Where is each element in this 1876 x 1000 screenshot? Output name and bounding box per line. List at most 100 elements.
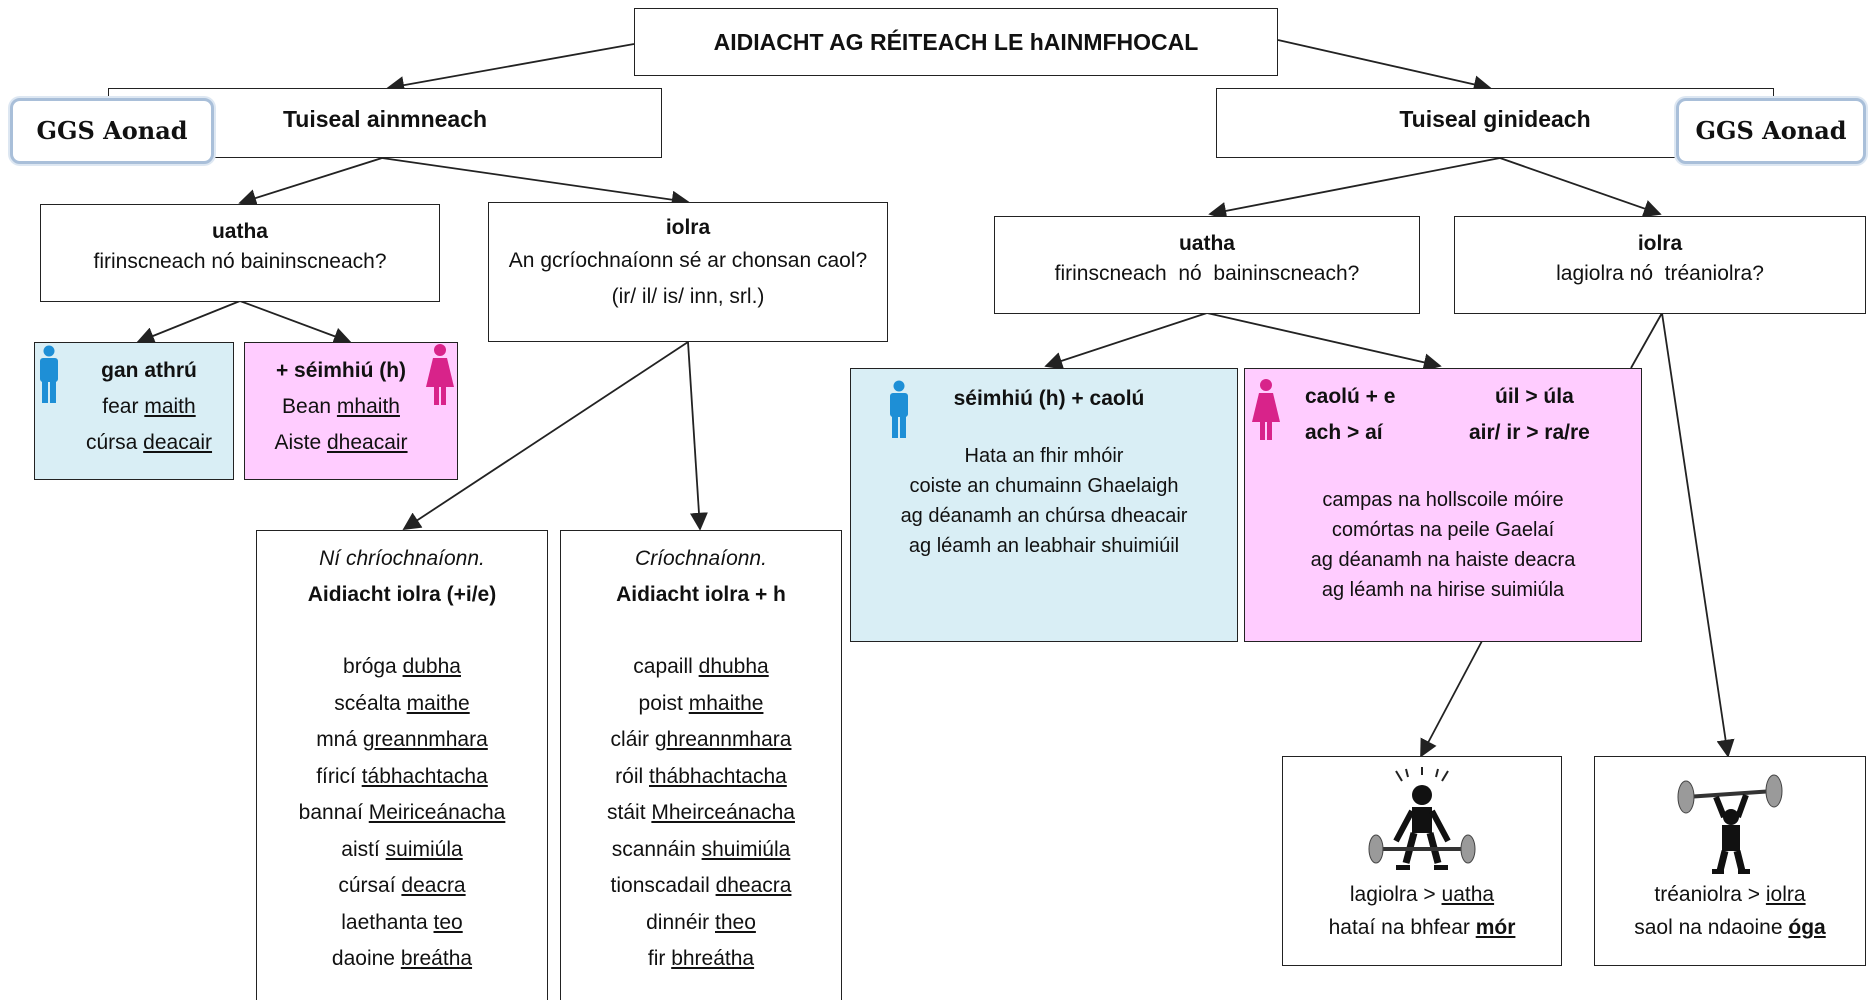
- nominative-feminine-example-1: Bean mhaith: [245, 389, 437, 425]
- ggs-unit-right: GGS Aonad: [1676, 98, 1866, 164]
- example-adjective: mhaith: [336, 395, 400, 418]
- diagram-title: AIDIACHT AG RÉITEACH LE hAINMFHOCAL: [634, 8, 1278, 76]
- strong-plural-example-adjective: óga: [1788, 916, 1826, 939]
- plural-no-example: scéalta maithe: [257, 686, 547, 723]
- nominative-feminine-box: + séimhiú (h) Bean mhaith Aiste dheacair: [244, 342, 458, 480]
- nominative-feminine-rule: + séimhiú (h): [275, 359, 407, 382]
- example-adjective: theo: [715, 910, 756, 934]
- example-noun: fir: [647, 947, 672, 970]
- example-adjective: dheacair: [326, 431, 408, 454]
- weak-plural-rule-text: lagiolra >: [1349, 883, 1442, 906]
- plural-no-example: daoine breátha: [257, 941, 547, 978]
- example-noun: bannaí: [298, 801, 369, 824]
- female-person-icon: [1252, 379, 1280, 440]
- weak-plural-example-text: hataí na bhfear: [1328, 916, 1476, 939]
- plural-yes-example: stáit Mheirceánacha: [561, 795, 841, 832]
- genitive-plural-heading: iolra: [1637, 232, 1683, 255]
- genitive-masculine-example: ag déanamh an chúrsa dheacair: [900, 505, 1188, 527]
- example-noun: mná: [316, 728, 363, 751]
- genitive-plural-box: iolra lagiolra nó tréaniolra?: [1454, 216, 1866, 314]
- example-noun: scannáin: [611, 837, 702, 861]
- plural-no-slender-box: Ní chríochnaíonn. Aidiacht iolra (+i/e) …: [256, 530, 548, 1000]
- genitive-singular-box: uatha firinscneach nó baininscneach?: [994, 216, 1420, 314]
- example-adjective: greannmhara: [362, 728, 488, 751]
- genitive-feminine-rule-3: úil > úla: [1495, 385, 1574, 408]
- plural-no-example: bannaí Meiriceánacha: [257, 795, 547, 832]
- genitive-masculine-example: Hata an fhir mhóir: [964, 445, 1124, 467]
- example-noun: stáit: [607, 801, 652, 824]
- nominative-masculine-example-2: cúrsa deacair: [65, 425, 233, 461]
- example-adjective: suimiúla: [385, 837, 463, 861]
- example-adjective: deacair: [143, 431, 213, 454]
- plural-no-rule: Aidiacht iolra (+i/e): [307, 583, 497, 606]
- strong-plural-box: tréaniolra > iolra saol na ndaoine óga: [1594, 756, 1866, 966]
- plural-yes-example: fir bhreátha: [561, 941, 841, 978]
- example-adjective: dubha: [402, 655, 461, 678]
- genitive-plural-question: lagiolra nó tréaniolra?: [1556, 262, 1764, 285]
- plural-no-example: fíricí tábhachtacha: [257, 759, 547, 796]
- plural-no-example: bróga dubha: [257, 649, 547, 686]
- plural-yes-example: capaill dhubha: [561, 649, 841, 686]
- example-noun: Bean: [282, 395, 332, 418]
- nominative-heading: Tuiseal ainmneach: [282, 106, 488, 132]
- strong-plural-rule-target: iolra: [1765, 883, 1806, 906]
- plural-yes-label: Críochnaíonn.: [635, 547, 767, 570]
- plural-yes-example: poist mhaithe: [561, 686, 841, 723]
- genitive-feminine-example: campas na hollscoile móire: [1322, 489, 1564, 511]
- example-adjective: Meiriceánacha: [368, 801, 506, 824]
- plural-yes-example: scannáin shuimiúla: [561, 832, 841, 869]
- nominative-masculine-rule: gan athrú: [101, 359, 197, 382]
- example-adjective: tábhachtacha: [361, 764, 488, 788]
- example-noun: tionscadail: [610, 874, 716, 897]
- example-noun: bróga: [343, 655, 403, 678]
- genitive-feminine-box: caolú + e ach > aí úil > úla air/ ir > r…: [1244, 368, 1642, 642]
- example-noun: dinnéir: [646, 910, 715, 934]
- example-noun: cúrsaí: [338, 874, 402, 897]
- genitive-feminine-rule-1: caolú + e: [1305, 385, 1396, 408]
- ggs-unit-left-label: GGS Aonad: [36, 116, 188, 145]
- example-noun: scéalta: [334, 691, 407, 715]
- nominative-plural-box: iolra An gcríochnaíonn sé ar chonsan cao…: [488, 202, 888, 342]
- plural-yes-rule: Aidiacht iolra + h: [616, 583, 786, 606]
- plural-no-example: aistí suimiúla: [257, 832, 547, 869]
- weak-plural-rule: lagiolra > uatha: [1283, 877, 1561, 913]
- male-person-icon: [890, 380, 908, 438]
- example-noun: laethanta: [341, 910, 434, 934]
- plural-no-example: cúrsaí deacra: [257, 868, 547, 905]
- nominative-feminine-example-2: Aiste dheacair: [245, 425, 437, 461]
- genitive-singular-heading: uatha: [1178, 232, 1235, 255]
- title-text: AIDIACHT AG RÉITEACH LE hAINMFHOCAL: [713, 29, 1199, 55]
- plural-yes-slender-box: Críochnaíonn. Aidiacht iolra + h capaill…: [560, 530, 842, 1000]
- example-adjective: Mheirceánacha: [651, 801, 795, 824]
- example-noun: poist: [638, 691, 689, 715]
- example-noun: Aiste: [274, 431, 322, 454]
- example-noun: fíricí: [316, 764, 362, 788]
- weak-plural-rule-target: uatha: [1441, 883, 1495, 906]
- weak-plural-box: lagiolra > uatha hataí na bhfear mór: [1282, 756, 1562, 966]
- female-person-icon: [426, 344, 454, 405]
- genitive-feminine-example: ag léamh na hirise suimiúla: [1321, 579, 1565, 601]
- nominative-singular-heading: uatha: [211, 220, 268, 243]
- example-adjective: dhubha: [698, 655, 769, 678]
- example-adjective: maith: [144, 395, 196, 418]
- weak-plural-example-adjective: mór: [1475, 916, 1516, 939]
- example-adjective: teo: [433, 910, 463, 934]
- genitive-masculine-rule: séimhiú (h) + caolú: [953, 387, 1145, 410]
- example-adjective: thábhachtacha: [649, 764, 787, 788]
- genitive-feminine-examples: campas na hollscoile móire comórtas na pe…: [1245, 485, 1641, 605]
- example-noun: capaill: [633, 655, 699, 678]
- genitive-feminine-example: comórtas na peile Gaelaí: [1331, 519, 1555, 541]
- plural-no-label: Ní chríochnaíonn.: [319, 547, 485, 570]
- strong-plural-example-text: saol na ndaoine: [1634, 916, 1789, 939]
- ggs-unit-right-label: GGS Aonad: [1695, 116, 1847, 145]
- ggs-unit-left: GGS Aonad: [10, 98, 214, 164]
- strong-plural-rule-text: tréaniolra >: [1654, 883, 1766, 906]
- plural-yes-example: cláir ghreannmhara: [561, 722, 841, 759]
- weak-plural-example: hataí na bhfear mór: [1283, 913, 1561, 943]
- example-noun: fear: [102, 395, 139, 418]
- example-noun: cláir: [610, 728, 655, 751]
- example-noun: róil: [615, 764, 650, 788]
